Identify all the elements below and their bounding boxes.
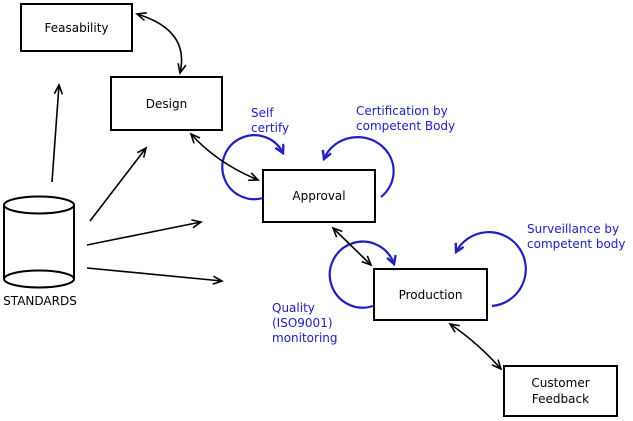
annotation-quality-monitoring: Quality (ISO9001) monitoring (272, 301, 338, 345)
node-customer-feedback: Customer Feedback (503, 365, 618, 417)
annotation-certification: Certification by competent Body (356, 104, 456, 133)
cylinder-bottom-ellipse (3, 269, 75, 289)
annotation-self-certify: Self certify (251, 106, 290, 135)
annotation-surveillance: Surveillance by competent body (527, 222, 626, 251)
arrow-feasability-design (135, 11, 187, 75)
node-approval-label: Approval (292, 189, 346, 203)
node-approval: Approval (262, 169, 376, 223)
surveillance-loop-arrow (456, 231, 527, 308)
node-customer-feedback-label: Customer Feedback (531, 376, 590, 406)
arrow-standards-approval (86, 219, 203, 246)
arrow-standards-design (89, 146, 148, 222)
cylinder-top-ellipse (3, 195, 75, 215)
node-production-label: Production (398, 287, 463, 302)
node-feasability: Feasability (20, 3, 133, 52)
arrow-standards-production (86, 267, 224, 285)
arrow-approval-production (331, 226, 373, 267)
node-production: Production (373, 268, 488, 321)
standards-cylinder (3, 195, 75, 289)
node-feasability-label: Feasability (44, 20, 109, 35)
arrow-standards-feasability (51, 83, 64, 183)
arrow-design-approval (189, 132, 260, 182)
node-design: Design (110, 76, 223, 131)
standards-label: STANDARDS (3, 294, 77, 308)
certification-loop-arrow (324, 136, 395, 198)
arrow-production-feedback (448, 322, 503, 371)
node-design-label: Design (145, 96, 188, 111)
